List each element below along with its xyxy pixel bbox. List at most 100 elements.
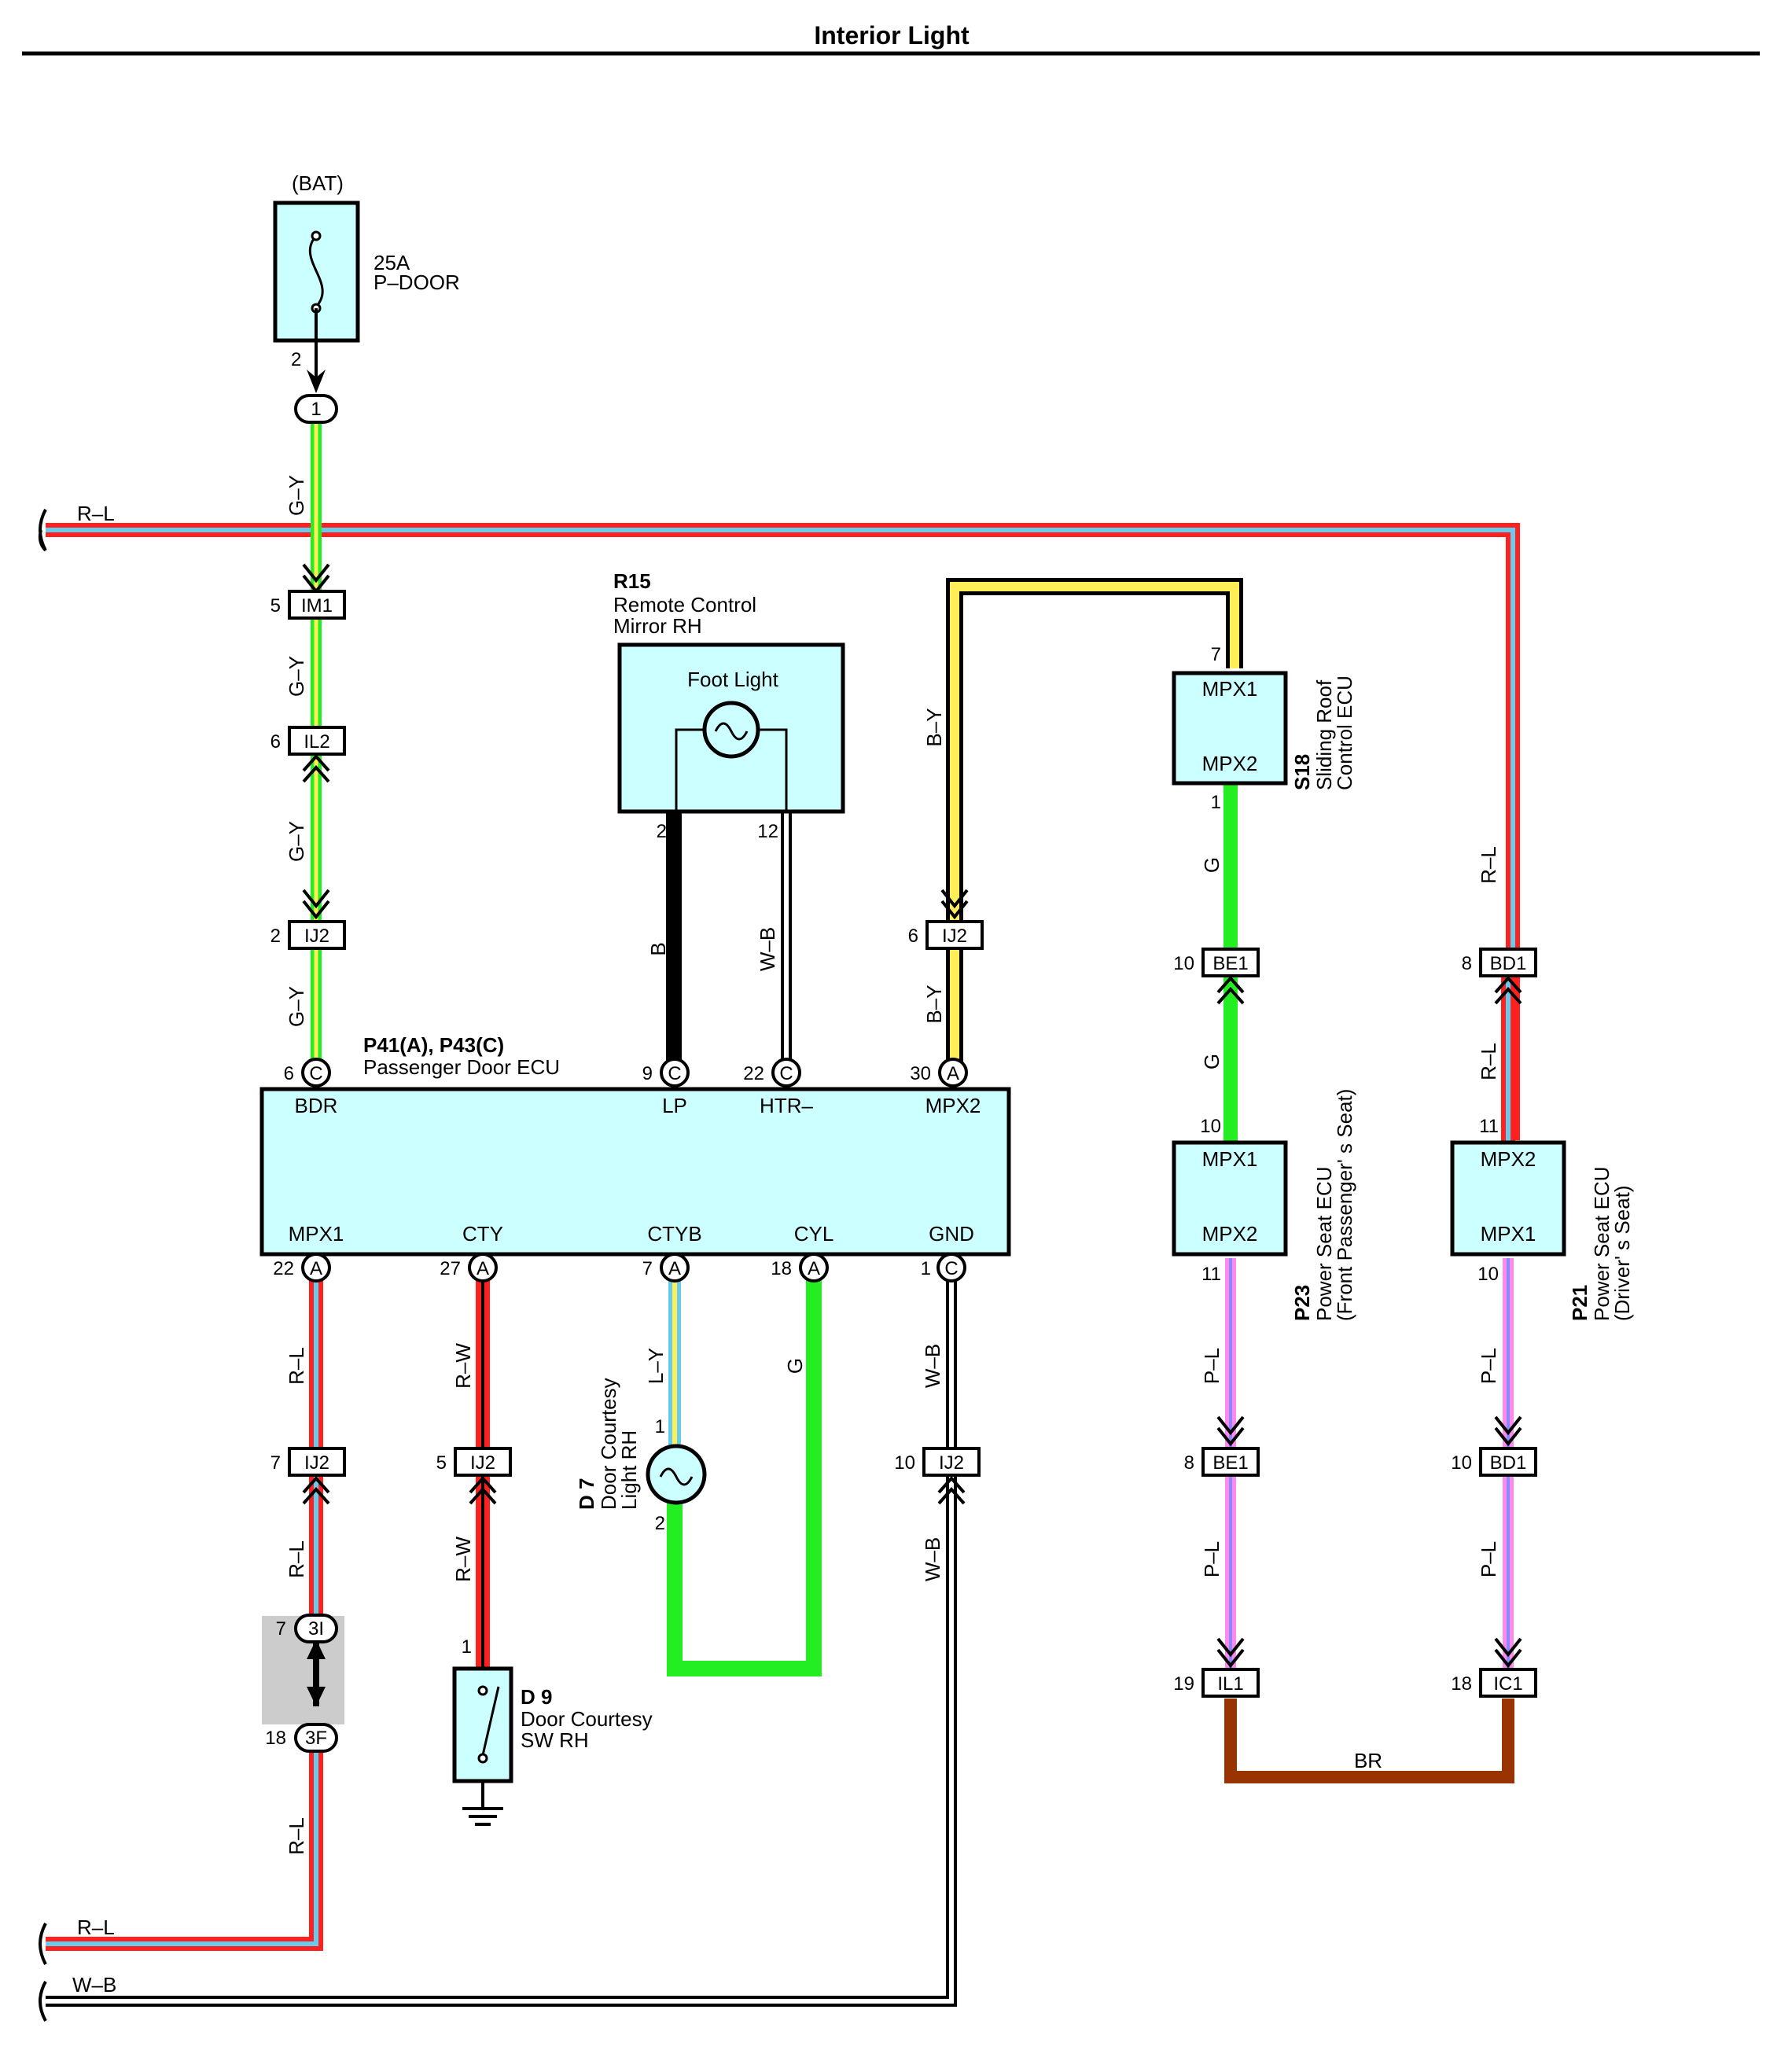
ecu-term-bdr: C 6 BDR (284, 1058, 338, 1117)
svg-text:A: A (808, 1258, 820, 1279)
svg-text:W–B: W–B (921, 1537, 944, 1581)
svg-text:P–L: P–L (1200, 1541, 1224, 1577)
svg-text:30: 30 (910, 1063, 931, 1084)
ecu-term-mpx1: MPX1 A 22 (273, 1222, 344, 1283)
wire-br (1224, 1698, 1514, 1783)
svg-text:D 7: D 7 (575, 1478, 598, 1510)
svg-text:CTY: CTY (462, 1222, 503, 1246)
svg-text:MPX2: MPX2 (925, 1094, 981, 1117)
svg-text:Power Seat ECU: Power Seat ECU (1312, 1166, 1336, 1321)
svg-text:3I: 3I (308, 1618, 324, 1640)
svg-text:18: 18 (1451, 1673, 1472, 1695)
svg-text:IL2: IL2 (304, 731, 329, 753)
page-title: Interior Light (814, 21, 970, 50)
svg-text:7: 7 (270, 1452, 281, 1474)
wire-by (946, 578, 1243, 1071)
svg-text:27: 27 (440, 1258, 461, 1279)
svg-text:R–W: R–W (451, 1343, 475, 1389)
svg-text:MPX2: MPX2 (1481, 1147, 1536, 1171)
junction-1: 1 (311, 399, 321, 420)
svg-text:R–L: R–L (285, 1540, 308, 1578)
svg-text:MPX2: MPX2 (1202, 1222, 1258, 1246)
svg-text:BD1: BD1 (1490, 953, 1527, 974)
svg-text:10: 10 (1477, 1264, 1499, 1285)
svg-text:W–B: W–B (756, 927, 779, 971)
ecu-term-lp: C 9 LP (642, 1058, 690, 1117)
connector-ij2-d: IJ2 5 (436, 1447, 512, 1505)
connector-ij2-e: IJ2 10 (894, 1447, 981, 1505)
ecu-term-htr: C 22 HTR– (743, 1058, 813, 1117)
svg-text:HTR–: HTR– (760, 1094, 813, 1117)
connector-bd1-b: BD1 10 (1451, 1415, 1537, 1477)
wire-g-loop (667, 1274, 822, 1676)
svg-text:G–Y: G–Y (285, 475, 308, 516)
svg-text:IJ2: IJ2 (304, 1452, 329, 1474)
svg-text:B–Y: B–Y (922, 984, 946, 1023)
svg-text:P21: P21 (1568, 1285, 1591, 1321)
svg-text:C: C (668, 1063, 681, 1084)
svg-text:G: G (1200, 857, 1224, 873)
connector-be1-a: BE1 10 (1173, 948, 1260, 1005)
svg-text:R–L: R–L (77, 1916, 115, 1939)
svg-text:6: 6 (270, 731, 281, 753)
connector-be1-b: BE1 8 (1184, 1415, 1260, 1477)
svg-text:A: A (947, 1063, 959, 1084)
svg-text:10: 10 (894, 1452, 915, 1474)
svg-text:MPX1: MPX1 (1202, 1147, 1258, 1171)
connector-bd1-a: BD1 8 (1462, 948, 1537, 1005)
svg-text:C: C (779, 1063, 793, 1084)
svg-text:BE1: BE1 (1212, 953, 1248, 974)
svg-text:L–Y: L–Y (644, 1348, 668, 1384)
svg-text:S18: S18 (1290, 754, 1314, 790)
svg-text:A: A (477, 1258, 489, 1279)
svg-text:R–W: R–W (451, 1537, 475, 1582)
svg-text:BDR: BDR (295, 1094, 338, 1117)
svg-text:R–L: R–L (1477, 1043, 1500, 1080)
svg-text:(Driver' s Seat): (Driver' s Seat) (1610, 1185, 1634, 1321)
svg-text:BE1: BE1 (1212, 1452, 1248, 1474)
svg-text:R–L: R–L (1477, 846, 1500, 884)
svg-text:1: 1 (1211, 792, 1221, 813)
foot-light-label: Foot Light (687, 668, 778, 691)
svg-text:G: G (1200, 1054, 1224, 1069)
svg-text:IC1: IC1 (1493, 1673, 1522, 1695)
svg-text:P–L: P–L (1477, 1348, 1500, 1384)
passenger-door-ecu: P41(A), P43(C) Passenger Door ECU C 6 BD… (259, 1033, 1011, 1283)
svg-text:D 9: D 9 (521, 1685, 552, 1709)
ecu-term-ctyb: CTYB A 7 (642, 1222, 702, 1283)
fuse-name: P–DOOR (373, 271, 460, 294)
svg-text:8: 8 (1184, 1452, 1194, 1474)
door-courtesy-light: 1 2 D 7 Door Courtesy Light RH (575, 1378, 707, 1534)
svg-text:A: A (310, 1258, 322, 1279)
svg-text:G–Y: G–Y (285, 821, 308, 862)
svg-text:5: 5 (436, 1452, 447, 1474)
svg-text:R15: R15 (613, 569, 651, 593)
svg-text:P–L: P–L (1200, 1348, 1224, 1384)
svg-text:MPX1: MPX1 (1202, 677, 1258, 701)
svg-text:10: 10 (1173, 953, 1194, 974)
svg-text:MPX1: MPX1 (289, 1222, 344, 1246)
svg-text:IJ2: IJ2 (304, 926, 329, 947)
ecu-term-cyl: CYL A 18 (771, 1222, 833, 1283)
svg-text:SW RH: SW RH (521, 1728, 589, 1752)
connector-ij2-b: IJ2 6 (908, 889, 984, 950)
svg-text:IJ2: IJ2 (939, 1452, 964, 1474)
svg-text:6: 6 (284, 1063, 294, 1084)
svg-text:MPX2: MPX2 (1202, 752, 1258, 775)
svg-text:9: 9 (642, 1063, 653, 1084)
svg-text:IJ2: IJ2 (942, 926, 967, 947)
connector-ij2-c: IJ2 7 (270, 1447, 346, 1505)
svg-text:18: 18 (265, 1728, 286, 1749)
svg-text:G–Y: G–Y (285, 986, 308, 1027)
svg-text:BD1: BD1 (1490, 1452, 1527, 1474)
svg-text:18: 18 (771, 1258, 792, 1279)
svg-text:IM1: IM1 (301, 595, 333, 616)
svg-text:1: 1 (655, 1416, 665, 1437)
svg-text:MPX1: MPX1 (1481, 1222, 1536, 1246)
svg-text:10: 10 (1200, 1116, 1221, 1137)
fuse-rating: 25A (373, 251, 410, 274)
svg-text:5: 5 (270, 595, 281, 616)
svg-text:G–Y: G–Y (285, 656, 308, 697)
svg-text:R–L: R–L (77, 502, 115, 525)
